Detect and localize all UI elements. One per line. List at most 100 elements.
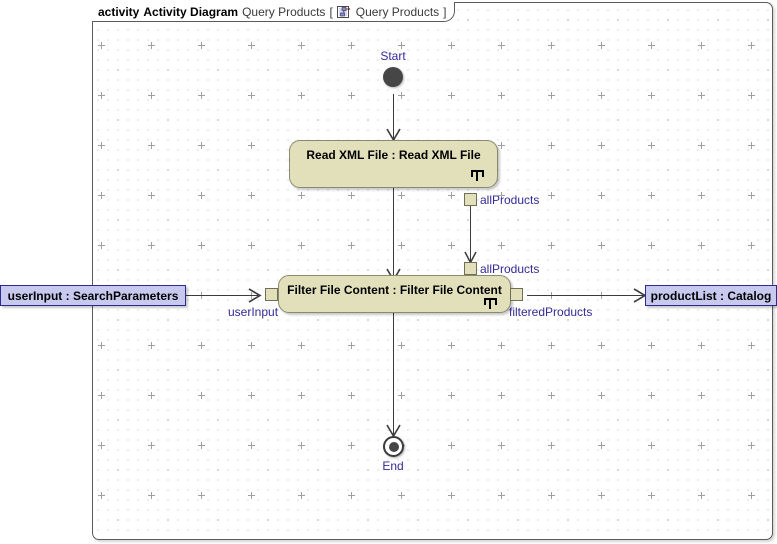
grid-cross xyxy=(498,492,505,499)
grid-cross xyxy=(748,92,755,99)
grid-cross xyxy=(698,92,705,99)
grid-cross xyxy=(198,192,205,199)
grid-cross xyxy=(648,392,655,399)
grid-cross xyxy=(548,92,555,99)
grid-cross xyxy=(648,42,655,49)
grid-cross xyxy=(398,42,405,49)
grid-cross xyxy=(748,42,755,49)
frame-title-tab[interactable]: activity Activity Diagram Query Products… xyxy=(92,2,455,22)
grid-cross xyxy=(198,142,205,149)
grid-cross xyxy=(148,442,155,449)
grid-cross xyxy=(148,492,155,499)
grid-cross xyxy=(298,392,305,399)
grid-cross xyxy=(98,492,105,499)
grid-cross xyxy=(398,392,405,399)
grid-cross xyxy=(198,42,205,49)
userInput-input-pin[interactable] xyxy=(265,288,278,301)
grid-cross xyxy=(598,42,605,49)
grid-cross xyxy=(598,442,605,449)
edge-allproducts-objectflow xyxy=(470,206,471,263)
grid-cross xyxy=(748,192,755,199)
initial-node-caption: Start xyxy=(380,49,406,63)
grid-cross xyxy=(248,192,255,199)
grid-cross xyxy=(748,342,755,349)
grid-cross xyxy=(98,392,105,399)
grid-cross xyxy=(448,242,455,249)
grid-cross xyxy=(248,392,255,399)
grid-cross xyxy=(598,92,605,99)
arrowhead-userinput-to-pin xyxy=(248,288,262,303)
grid-cross xyxy=(198,442,205,449)
grid-cross xyxy=(98,242,105,249)
grid-cross xyxy=(698,392,705,399)
grid-cross xyxy=(398,342,405,349)
allProducts-output-pin[interactable] xyxy=(464,193,477,206)
grid-cross xyxy=(448,342,455,349)
filteredProducts-output-pin[interactable] xyxy=(510,288,523,301)
grid-cross xyxy=(498,242,505,249)
grid-cross xyxy=(398,242,405,249)
grid-cross xyxy=(648,192,655,199)
grid-cross xyxy=(348,492,355,499)
grid-cross xyxy=(198,492,205,499)
grid-cross xyxy=(498,342,505,349)
grid-cross xyxy=(148,92,155,99)
grid-cross xyxy=(748,392,755,399)
grid-cross xyxy=(248,142,255,149)
grid-cross xyxy=(298,242,305,249)
grid-cross xyxy=(348,92,355,99)
edge-read-to-filter xyxy=(393,188,394,280)
grid-cross xyxy=(98,342,105,349)
filter-file-content-action[interactable]: Filter File Content : Filter File Conten… xyxy=(278,275,511,313)
grid-cross xyxy=(698,142,705,149)
grid-cross xyxy=(548,142,555,149)
userInput-object-node-label: userInput : SearchParameters xyxy=(7,288,179,303)
grid-cross xyxy=(448,442,455,449)
allProducts-input-pin[interactable] xyxy=(464,262,477,275)
activity-final-node-caption: End xyxy=(382,459,404,473)
grid-cross xyxy=(548,392,555,399)
grid-cross xyxy=(448,492,455,499)
grid-cross xyxy=(698,442,705,449)
grid-cross xyxy=(748,442,755,449)
grid-cross xyxy=(148,342,155,349)
grid-cross xyxy=(598,192,605,199)
grid-cross xyxy=(648,342,655,349)
grid-cross xyxy=(398,192,405,199)
rake-icon xyxy=(471,170,484,181)
grid-cross xyxy=(548,492,555,499)
grid-cross xyxy=(448,42,455,49)
frame-keyword: activity xyxy=(98,4,140,19)
grid-cross xyxy=(648,92,655,99)
productList-object-node[interactable]: productList : Catalog xyxy=(645,285,777,306)
userInput-object-node[interactable]: userInput : SearchParameters xyxy=(0,285,186,306)
read-xml-file-action[interactable]: Read XML File : Read XML File xyxy=(289,140,498,188)
initial-node[interactable] xyxy=(383,67,403,87)
grid-cross xyxy=(598,392,605,399)
grid-cross xyxy=(298,342,305,349)
activity-final-node[interactable] xyxy=(383,436,404,457)
grid-cross xyxy=(148,42,155,49)
activity-diagram-frame[interactable] xyxy=(92,2,773,540)
grid-cross xyxy=(348,392,355,399)
grid-cross xyxy=(248,442,255,449)
grid-cross xyxy=(648,442,655,449)
frame-type-label: Activity Diagram xyxy=(143,4,239,19)
grid-cross xyxy=(648,492,655,499)
grid-cross xyxy=(548,342,555,349)
grid-cross xyxy=(248,42,255,49)
grid-cross xyxy=(748,242,755,249)
grid-cross xyxy=(198,242,205,249)
grid-cross xyxy=(598,242,605,249)
grid-cross xyxy=(398,92,405,99)
grid-cross xyxy=(348,42,355,49)
activity-diagram-icon xyxy=(336,5,351,19)
allProducts-input-pin-label: allProducts xyxy=(480,262,540,276)
grid-cross xyxy=(498,392,505,399)
grid-cross xyxy=(298,92,305,99)
grid-cross xyxy=(698,192,705,199)
frame-bracket-close: ] xyxy=(443,4,447,19)
grid-cross xyxy=(98,142,105,149)
grid-cross xyxy=(298,442,305,449)
grid-cross xyxy=(698,42,705,49)
